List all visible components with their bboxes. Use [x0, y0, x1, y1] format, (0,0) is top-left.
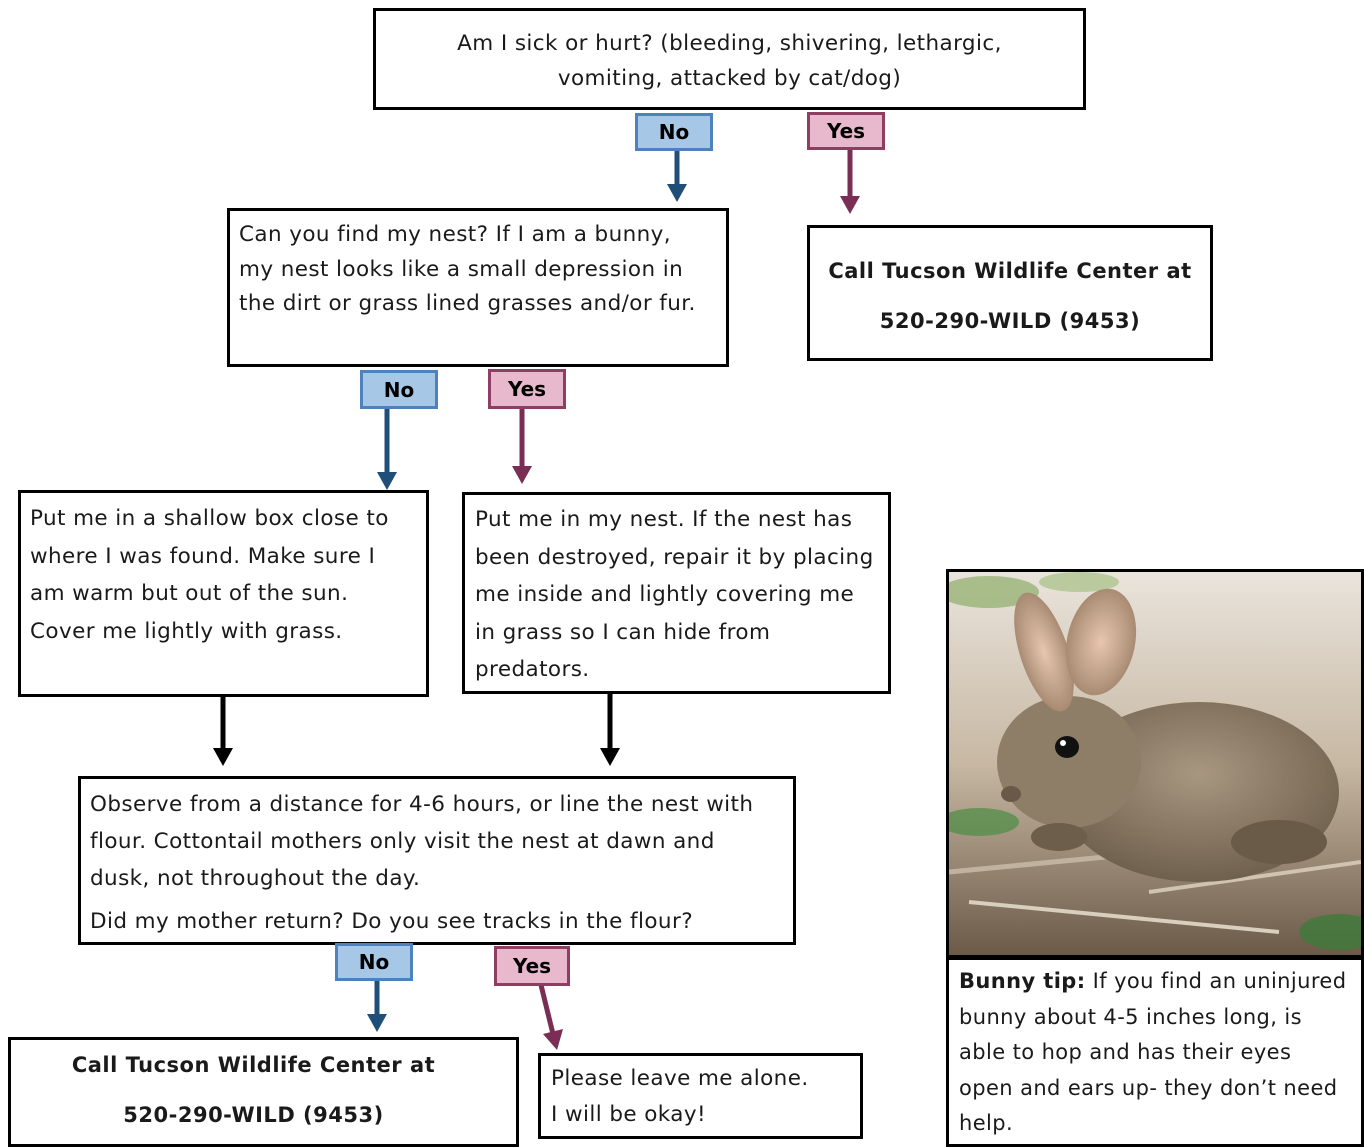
q2-no-badge: No: [360, 370, 438, 409]
q2-yes-badge: Yes: [488, 369, 566, 409]
arrow-q2-no: [377, 408, 397, 490]
bunny-illustration: [949, 572, 1361, 955]
call-bottom-phone: 520-290-WILD (9453): [123, 1103, 384, 1127]
q1-no-badge: No: [635, 113, 713, 151]
question-sick-or-hurt-text: Am I sick or hurt? (bleeding, shivering,…: [457, 31, 1002, 91]
q1-no-label: No: [658, 120, 690, 144]
arrow-q3-yes: [538, 984, 563, 1050]
cottontail-bunny-photo: [946, 569, 1364, 958]
arrow-q1-no: [667, 151, 687, 202]
q1-yes-badge: Yes: [807, 112, 885, 150]
arrow-q2-yes: [512, 408, 532, 484]
shallow-box-text: Put me in a shallow box close to where I…: [30, 506, 389, 644]
shallow-box-instructions: Put me in a shallow box close to where I…: [18, 490, 429, 697]
q3-yes-badge: Yes: [494, 946, 570, 986]
question-sick-or-hurt: Am I sick or hurt? (bleeding, shivering,…: [373, 8, 1086, 110]
call-bottom-line1: Call Tucson Wildlife Center at: [71, 1053, 436, 1077]
call-top-line1: Call Tucson Wildlife Center at: [828, 259, 1192, 283]
leave-me-alone: Please leave me alone. I will be okay!: [538, 1053, 863, 1139]
q3-yes-label: Yes: [512, 954, 552, 978]
bunny-tip: Bunny tip: If you find an uninjured bunn…: [946, 957, 1364, 1147]
q2-yes-label: Yes: [507, 377, 547, 401]
observe-instructions: Observe from a distance for 4-6 hours, o…: [78, 776, 796, 945]
observe-text: Observe from a distance for 4-6 hours, o…: [90, 792, 754, 891]
nest-instructions: Put me in my nest. If the nest has been …: [462, 492, 891, 694]
q2-no-label: No: [383, 377, 415, 402]
call-wildlife-center-top: Call Tucson Wildlife Center at 520-290-W…: [807, 225, 1213, 361]
bunny-tip-text: If you find an uninjured bunny about 4-5…: [959, 969, 1347, 1135]
leave-line1: Please leave me alone.: [551, 1066, 809, 1091]
arrow-nest-to-observe: [600, 694, 620, 766]
arrow-q3-no: [367, 980, 387, 1032]
arrow-box-to-observe: [213, 696, 233, 766]
arrow-q1-yes: [840, 149, 860, 214]
call-top-phone: 520-290-WILD (9453): [879, 309, 1141, 333]
question-find-nest-text: Can you find my nest? If I am a bunny, m…: [239, 222, 696, 316]
nest-instructions-text: Put me in my nest. If the nest has been …: [475, 507, 874, 682]
call-wildlife-center-bottom: Call Tucson Wildlife Center at 520-290-W…: [8, 1037, 519, 1147]
q1-yes-label: Yes: [826, 119, 866, 143]
question-find-nest: Can you find my nest? If I am a bunny, m…: [227, 208, 729, 367]
q3-no-badge: No: [335, 943, 413, 981]
bunny-tip-label: Bunny tip:: [959, 969, 1086, 993]
q3-no-label: No: [358, 950, 390, 974]
observe-question: Did my mother return? Do you see tracks …: [90, 909, 694, 934]
leave-line2: I will be okay!: [551, 1102, 706, 1127]
